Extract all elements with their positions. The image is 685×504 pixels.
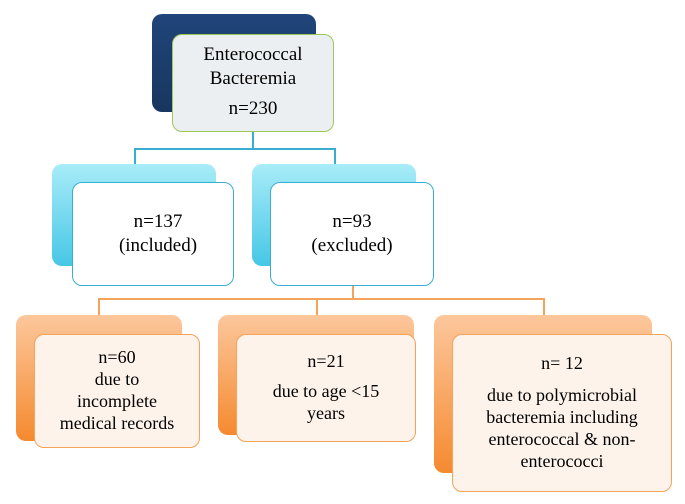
exclusion-reason-line: due to polymicrobial xyxy=(487,385,637,406)
connector-n12-drop xyxy=(543,298,545,316)
included-label: (included) xyxy=(118,235,198,256)
connector-included-drop xyxy=(134,148,136,165)
connector-excluded-drop xyxy=(334,148,336,165)
exclusion-reason-line: medical records xyxy=(59,412,175,433)
exclusion-age: n=21 due to age <15 years xyxy=(236,334,416,442)
exclusion-count: n=60 xyxy=(98,347,136,368)
root-line-2: Bacteremia xyxy=(209,67,297,89)
connector-mid-horizontal xyxy=(134,148,334,150)
exclusion-reason-line: incomplete xyxy=(77,391,157,411)
connector-excluded-down xyxy=(352,286,354,299)
included-node: n=137 (included) xyxy=(72,182,234,286)
included-count: n=137 xyxy=(133,211,183,233)
exclusion-reason-line: enterococcal & non- xyxy=(488,428,636,449)
excluded-label: (excluded) xyxy=(311,235,393,256)
exclusion-polymicrobial: n= 12 due to polymicrobial bacteremia in… xyxy=(452,334,672,492)
exclusion-count: n=21 xyxy=(307,351,345,372)
exclusion-reason-line: due to xyxy=(94,369,140,390)
connector-root-down xyxy=(252,132,254,149)
exclusion-count: n= 12 xyxy=(541,353,583,374)
connector-bottom-horizontal xyxy=(98,298,544,300)
exclusion-incomplete-records: n=60 due to incomplete medical records xyxy=(34,334,200,448)
root-line-1: Enterococcal xyxy=(203,44,303,65)
excluded-node: n=93 (excluded) xyxy=(270,182,434,286)
exclusion-reason-line: enterococci xyxy=(520,450,604,471)
root-line-3: n=230 xyxy=(228,97,278,119)
connector-n60-drop xyxy=(98,298,100,316)
excluded-count: n=93 xyxy=(332,211,372,233)
exclusion-reason-line: due to age <15 xyxy=(272,381,380,402)
root-node: Enterococcal Bacteremia n=230 xyxy=(172,34,334,132)
exclusion-reason-line: years xyxy=(307,402,345,423)
connector-n21-drop xyxy=(316,298,318,316)
exclusion-reason-line: bacteremia including xyxy=(486,407,638,428)
